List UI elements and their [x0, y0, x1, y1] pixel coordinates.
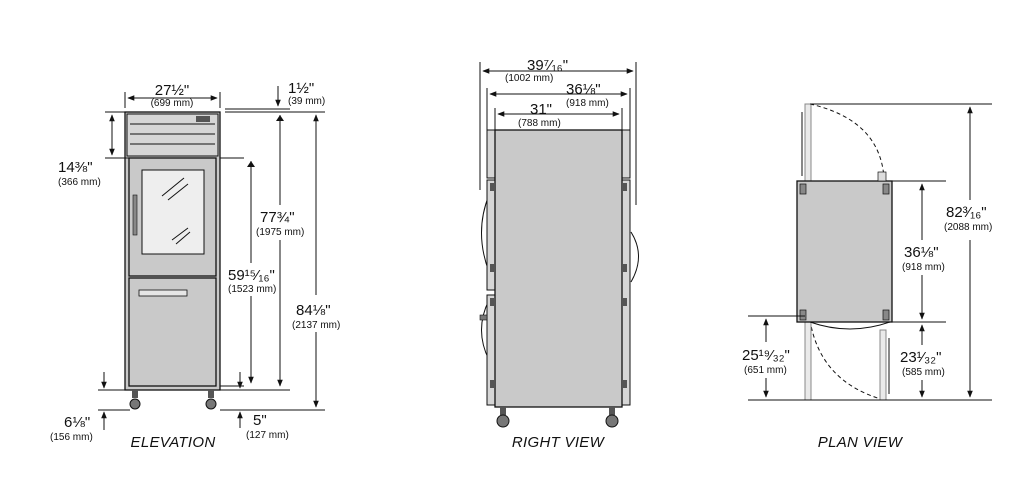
right-body-mm: (788 mm)	[518, 118, 561, 129]
elevation-door-height-mm: (1523 mm)	[228, 284, 276, 295]
plan-door-in: 25¹⁹⁄₃₂"	[742, 347, 790, 364]
plan-view: 82³⁄₁₆" (2088 mm) 36⅛" (918 mm) 23¹⁄₃₂" …	[742, 103, 992, 451]
right-view: 39⁷⁄₁₆" (1002 mm) 36⅛" (918 mm) 31" (788…	[479, 57, 639, 451]
elevation-lower-handle	[138, 289, 188, 297]
elevation-door-top-mm: (366 mm)	[58, 177, 101, 188]
right-overall-in: 39⁷⁄₁₆"	[527, 57, 568, 74]
plan-overall-in: 82³⁄₁₆"	[946, 204, 987, 221]
elevation-upper-handle	[132, 194, 138, 236]
elevation-height-mm: (1975 mm)	[256, 227, 304, 238]
right-rear-top	[621, 129, 631, 179]
plan-door-mm: (651 mm)	[744, 365, 787, 376]
elevation-door-height-in: 59¹⁵⁄₁₆"	[228, 267, 275, 284]
plan-view-label: PLAN VIEW	[818, 434, 904, 451]
elevation-caster-left	[129, 398, 141, 410]
plan-cabinet	[796, 180, 893, 323]
elevation-caster-in: 6⅛"	[64, 414, 90, 431]
right-overall-mm: (1002 mm)	[505, 73, 553, 84]
right-view-label: RIGHT VIEW	[512, 434, 606, 451]
right-caster-rear	[605, 414, 619, 428]
elevation-door-top-in: 14⅜"	[58, 159, 93, 176]
right-mid-in: 36⅛"	[566, 81, 601, 98]
elevation-caster-right	[205, 398, 217, 410]
elevation-base-in: 5"	[253, 412, 267, 429]
plan-swing-mm: (585 mm)	[902, 367, 945, 378]
right-rear-panel	[621, 179, 631, 406]
right-door-upper	[486, 179, 496, 291]
right-caster-front	[496, 414, 510, 428]
elevation-width-in: 27½"	[155, 82, 190, 99]
elevation-overall-mm: (2137 mm)	[292, 320, 340, 331]
elevation-overall-in: 84⅛"	[296, 302, 331, 319]
elevation-glass-window	[141, 169, 205, 255]
right-door-top	[486, 129, 496, 179]
plan-depth-mm: (918 mm)	[902, 262, 945, 273]
elevation-label: ELEVATION	[131, 434, 216, 451]
elevation-top-in: 1½"	[288, 80, 314, 97]
right-door-lower	[486, 294, 496, 406]
elevation-caster-mm: (156 mm)	[50, 432, 93, 443]
elevation-view: 27½" (699 mm) 1½" (39 mm) 14⅜" (366 mm) …	[50, 80, 340, 451]
plan-swing-in: 23¹⁄₃₂"	[900, 349, 941, 366]
elevation-logo-badge	[196, 116, 210, 122]
plan-overall-mm: (2088 mm)	[944, 222, 992, 233]
elevation-height-in: 77¾"	[260, 209, 295, 226]
right-cabinet-side	[494, 129, 623, 408]
right-mid-mm: (918 mm)	[566, 98, 609, 109]
plan-depth-in: 36⅛"	[904, 244, 939, 261]
elevation-base-mm: (127 mm)	[246, 430, 289, 441]
elevation-top-mm: (39 mm)	[288, 96, 325, 107]
right-body-in: 31"	[530, 101, 552, 118]
elevation-width-mm: (699 mm)	[151, 98, 194, 109]
